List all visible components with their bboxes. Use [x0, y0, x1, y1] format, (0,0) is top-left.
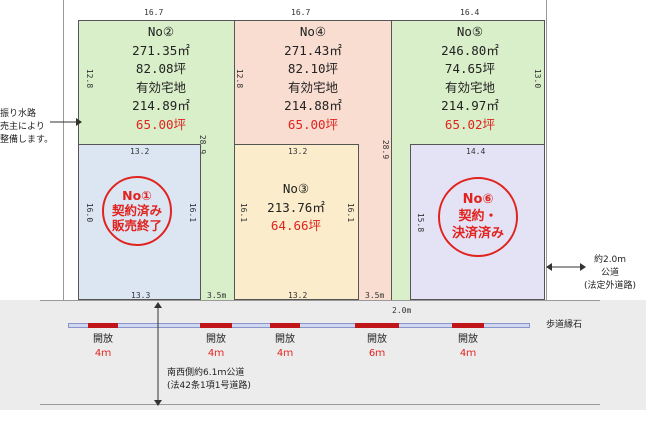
- lot-2-tsubo: 82.08坪: [135, 61, 187, 76]
- road-area: [0, 300, 646, 410]
- dim-strip-width-1: 3.5m: [207, 291, 227, 300]
- opening-4-width: 6ｍ: [368, 348, 386, 359]
- lot-5-eff-area: 214.97㎡: [441, 98, 499, 113]
- lot-4-area: 271.43㎡: [284, 42, 342, 58]
- road-note-line-2: (法42条1項1号道路): [167, 381, 251, 391]
- curb-opening-1: [88, 323, 118, 328]
- lot-3-info: No③ 213.76㎡ 64.66坪: [256, 180, 336, 236]
- lot-2-eff-label: 有効宅地: [135, 79, 186, 95]
- opening-3-label: 開放: [275, 334, 295, 345]
- opening-2-width: 4ｍ: [207, 348, 225, 359]
- dim-lot3-right: 16.1: [346, 202, 356, 223]
- site-outline: [63, 0, 547, 300]
- right-note-line-3: (法定外道路): [584, 281, 637, 291]
- right-note-line-1: 約2.0m: [593, 255, 627, 265]
- lot-5: [391, 20, 545, 145]
- dim-top-lot5: 16.4: [460, 8, 480, 17]
- lot-2: [78, 20, 235, 145]
- dim-lot2-side: 12.8: [85, 68, 95, 89]
- opening-4-label: 開放: [367, 334, 387, 345]
- lot-3-area: 213.76㎡: [267, 199, 325, 215]
- lot-1-stamp-status2: 販売終了: [111, 218, 162, 233]
- dim-lot5-side: 13.0: [533, 68, 543, 89]
- strip-lot5: [391, 144, 411, 300]
- lot-2-info: No② 271.35㎡ 82.08坪 有効宅地 214.89㎡ 65.00坪: [96, 23, 226, 134]
- opening-label-4: 開放 6ｍ: [357, 333, 397, 361]
- dim-lot1-left: 16.0: [85, 202, 95, 223]
- right-note: 約2.0m 公道 (法定外道路): [584, 254, 636, 293]
- dim-strip-width-2: 3.5m: [365, 291, 385, 300]
- strip-lot2: [200, 144, 235, 300]
- left-note-arrow: [50, 118, 82, 126]
- dim-lot3-top: 13.2: [288, 147, 308, 156]
- lot-2-number: No②: [147, 24, 175, 39]
- dim-lot6-left: 15.8: [416, 212, 426, 233]
- left-note-line-2: 売主により: [0, 122, 45, 132]
- curb-opening-2: [200, 323, 232, 328]
- dim-strip-2: 28.9: [381, 139, 391, 160]
- lot-6-stamp-status: 契約・: [458, 209, 498, 224]
- road-note: 南西側約6.1ｍ公道 (法42条1項1号道路): [167, 367, 251, 393]
- lot-4-eff-label: 有効宅地: [287, 79, 338, 95]
- dim-lot1-right: 16.1: [188, 202, 198, 223]
- dim-top-lot2: 16.7: [144, 8, 164, 17]
- opening-label-1: 開放 4ｍ: [83, 333, 123, 361]
- lot-5-eff-label: 有効宅地: [444, 79, 495, 95]
- curb-opening-3: [270, 323, 300, 328]
- right-note-line-2: 公道: [601, 268, 620, 278]
- lot-4-number: No④: [299, 24, 327, 39]
- road-edge-top: [40, 300, 600, 301]
- curb-opening-5: [452, 323, 484, 328]
- curb-label: 歩道縁石: [546, 320, 583, 330]
- opening-label-5: 開放 4ｍ: [448, 333, 488, 361]
- lot-2-eff-area: 214.89㎡: [132, 98, 190, 113]
- lot-5-info: No⑤ 246.80㎡ 74.65坪 有効宅地 214.97㎡ 65.02坪: [405, 23, 535, 134]
- left-note: 振り水路 売主により 整備します。: [0, 108, 53, 147]
- lot-6-stamp-number: No⑥: [462, 192, 494, 207]
- opening-3-width: 4ｍ: [276, 348, 294, 359]
- dim-road-gap: 2.0m: [392, 306, 412, 315]
- lot-1-sold-stamp: No① 契約済み 販売終了: [102, 176, 172, 246]
- opening-5-label: 開放: [458, 334, 478, 345]
- lot-5-area: 246.80㎡: [441, 42, 499, 58]
- lot-1-stamp-status: 契約済み: [111, 203, 162, 218]
- opening-1-label: 開放: [93, 334, 113, 345]
- lot-5-tsubo: 74.65坪: [444, 61, 496, 76]
- lot-2-area: 271.35㎡: [132, 42, 190, 58]
- dim-lot1-bottom: 13.3: [131, 291, 151, 300]
- lot-4-tsubo: 82.10坪: [287, 61, 339, 76]
- opening-2-label: 開放: [206, 334, 226, 345]
- dim-lot4-side: 12.8: [235, 68, 245, 89]
- right-road-arrow: [546, 263, 586, 271]
- left-note-line-1: 振り水路: [0, 109, 37, 119]
- dim-lot1-top: 13.2: [130, 147, 150, 156]
- opening-label-2: 開放 4ｍ: [196, 333, 236, 361]
- strip-lot4: [358, 144, 392, 300]
- dim-top-lot4: 16.7: [291, 8, 311, 17]
- lot-3-number: No③: [282, 181, 310, 196]
- dim-lot3-bottom: 13.2: [288, 291, 308, 300]
- lot-2-eff-tsubo: 65.00坪: [135, 116, 187, 132]
- opening-5-width: 4ｍ: [459, 348, 477, 359]
- road-width-arrow: [154, 302, 162, 406]
- lot-6-sold-stamp: No⑥ 契約・ 決済済み: [438, 177, 518, 257]
- lot-4-eff-tsubo: 65.00坪: [287, 116, 339, 132]
- road-note-line-1: 南西側約6.1ｍ公道: [167, 368, 245, 378]
- lot-3-tsubo: 64.66坪: [270, 218, 322, 233]
- opening-1-width: 4ｍ: [94, 348, 112, 359]
- road-edge-bottom: [40, 404, 600, 405]
- lot-3: [234, 144, 359, 300]
- lot-1-stamp-number: No①: [122, 188, 152, 203]
- lot-4-info: No④ 271.43㎡ 82.10坪 有効宅地 214.88㎡ 65.00坪: [248, 23, 378, 134]
- lot-4: [234, 20, 392, 145]
- lot-6-stamp-status2: 決済済み: [451, 226, 504, 241]
- opening-label-3: 開放 4ｍ: [265, 333, 305, 361]
- lot-5-eff-tsubo: 65.02坪: [444, 116, 496, 132]
- left-note-line-3: 整備します。: [0, 135, 54, 145]
- dim-lot3-left: 16.1: [239, 202, 249, 223]
- curb-opening-4: [355, 323, 399, 328]
- dim-lot6-top: 14.4: [466, 147, 486, 156]
- lot-5-number: No⑤: [456, 24, 484, 39]
- lot-4-eff-area: 214.88㎡: [284, 98, 342, 113]
